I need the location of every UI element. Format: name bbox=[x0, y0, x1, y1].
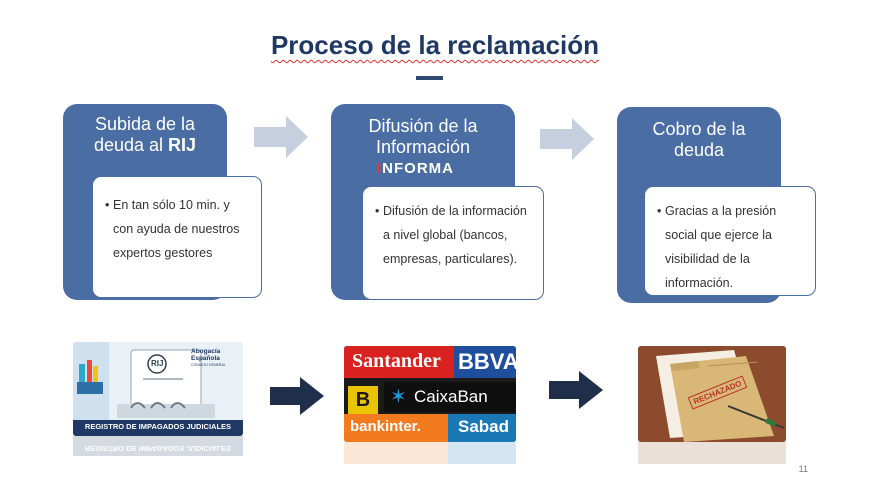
stage-card-diffusion: •Difusión de la información a nivel glob… bbox=[362, 186, 544, 300]
abogacia-brand: Abogacía Española CONSEJO GENERAL bbox=[191, 348, 226, 367]
folder-image-reflection bbox=[638, 442, 786, 464]
sabadell-logo: Sabad bbox=[448, 414, 516, 442]
arrow-right-icon bbox=[254, 116, 308, 158]
bbva-logo: BBVA bbox=[454, 346, 516, 378]
bankinter-logo: bankinter. bbox=[344, 414, 448, 442]
rij-caption: REGISTRO DE IMPAGADOS JUDICIALES bbox=[84, 422, 232, 431]
card-bullet: •En tan sólo 10 min. y con ayuda de nues… bbox=[105, 198, 240, 260]
stage-title: Subida de la deuda al RIJ bbox=[93, 114, 197, 155]
banks-image-reflection bbox=[344, 442, 516, 464]
arrow-right-icon bbox=[270, 377, 324, 415]
banks-logos-image: Santander BBVA ✶ CaixaBan B bankinter. S… bbox=[344, 346, 516, 442]
arrow-right-icon bbox=[549, 371, 603, 409]
card-bullet: •Difusión de la información a nivel glob… bbox=[375, 204, 527, 266]
rij-laptop-image: RIJ Abogacía Española CONSEJO GENERAL RE… bbox=[73, 342, 243, 436]
page-number: 11 bbox=[798, 464, 808, 474]
card-bullet: •Gracias a la presión social que ejerce … bbox=[657, 204, 777, 290]
arrow-right-icon bbox=[540, 118, 594, 160]
stage-title: Cobro de la deuda bbox=[652, 119, 746, 160]
rij-image-reflection: REGISTRO DE IMPAGADOS JUDICIALES bbox=[73, 436, 243, 456]
informa-logo: INFORMA bbox=[377, 160, 454, 177]
slide-title: Proceso de la reclamación bbox=[270, 30, 600, 60]
stage-card-collection: •Gracias a la presión social que ejerce … bbox=[644, 186, 816, 296]
b-logo: B bbox=[348, 386, 378, 414]
rij-logo: RIJ bbox=[151, 359, 164, 368]
title-divider bbox=[416, 76, 443, 80]
caixabank-logo: ✶ CaixaBan bbox=[384, 382, 516, 412]
stage-title: Difusión de la Información bbox=[368, 116, 478, 157]
rejected-folder-image: RECHAZADO bbox=[638, 346, 786, 442]
stage-card-upload: •En tan sólo 10 min. y con ayuda de nues… bbox=[92, 176, 262, 298]
santander-logo: Santander bbox=[344, 346, 454, 378]
